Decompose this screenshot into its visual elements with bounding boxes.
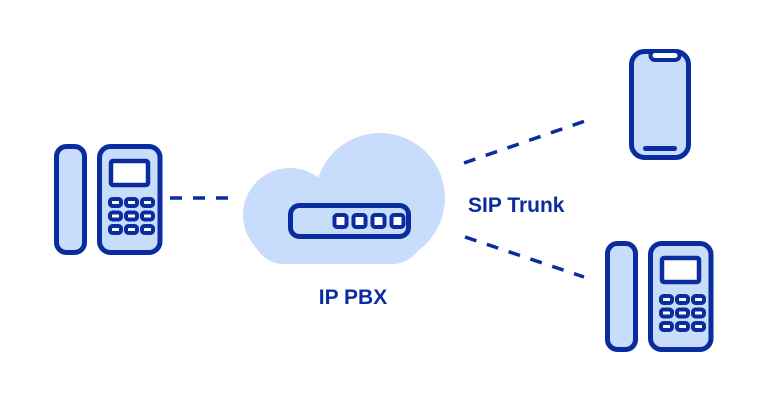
sip-trunk-label: SIP Trunk (468, 194, 565, 217)
ip-pbx-label: IP PBX (319, 286, 387, 309)
smartphone-body (629, 49, 691, 160)
smartphone-home-bar (643, 146, 677, 151)
smartphone-notch (648, 49, 682, 62)
smartphone-icon (629, 49, 691, 160)
desk-phone-right-icon (608, 244, 712, 350)
desk-phone-left-icon (57, 147, 161, 253)
cloud-icon (243, 133, 445, 264)
connector-pbx-to-phone-right (464, 235, 585, 279)
pbx-server-icon (288, 203, 411, 239)
connector-pbx-to-smartphone (463, 119, 586, 165)
